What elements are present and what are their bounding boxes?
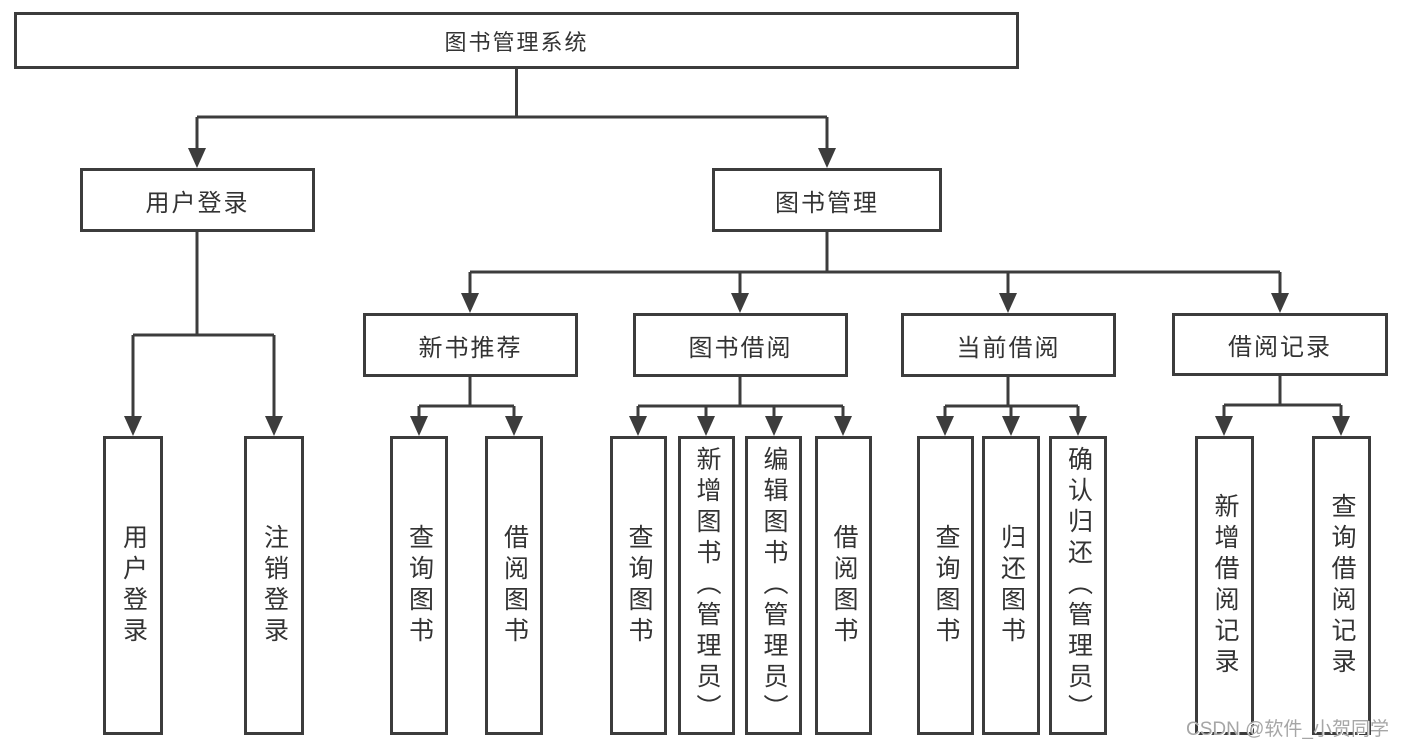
leaf-query-books-current: 查询图书 — [917, 436, 974, 735]
arrowhead-icon — [265, 416, 283, 436]
leaf-query-books-borrow-label: 查询图书 — [625, 523, 653, 648]
node-new-book-recommend-label: 新书推荐 — [418, 334, 523, 362]
arrowhead-icon — [1271, 293, 1289, 313]
connector-line — [1222, 376, 1343, 418]
connector-line — [636, 377, 845, 418]
connector-current-borrow-split — [936, 377, 1087, 436]
arrowhead-icon — [818, 148, 836, 168]
leaf-borrow-books-label: 借阅图书 — [830, 523, 858, 648]
connector-line — [131, 232, 276, 418]
leaf-add-borrow-record: 新增借阅记录 — [1195, 436, 1254, 735]
arrowhead-icon — [629, 416, 647, 436]
leaf-user-login: 用户登录 — [103, 436, 163, 735]
leaf-confirm-return-admin-label: 确认归还（管理员） — [1064, 446, 1093, 725]
leaf-query-borrow-record-label: 查询借阅记录 — [1328, 492, 1356, 679]
node-book-management-label: 图书管理 — [775, 189, 879, 217]
connector-root-split — [188, 69, 836, 168]
node-borrow-records-label: 借阅记录 — [1228, 334, 1332, 361]
arrowhead-icon — [1002, 416, 1020, 436]
node-new-book-recommend: 新书推荐 — [363, 313, 578, 377]
arrowhead-icon — [834, 416, 852, 436]
node-book-borrow: 图书借阅 — [633, 313, 848, 377]
arrowhead-icon — [124, 416, 142, 436]
connector-borrow-records-split — [1215, 376, 1350, 436]
leaf-edit-book-admin: 编辑图书（管理员） — [745, 436, 802, 735]
leaf-user-login-label: 用户登录 — [119, 523, 148, 648]
arrowhead-icon — [936, 416, 954, 436]
node-current-borrow: 当前借阅 — [901, 313, 1116, 377]
connector-line — [195, 69, 829, 150]
arrowhead-icon — [765, 416, 783, 436]
connector-user-login-split — [124, 232, 283, 436]
arrowhead-icon — [188, 148, 206, 168]
arrowhead-icon — [505, 416, 523, 436]
leaf-borrow-books-recommend-label: 借阅图书 — [500, 523, 529, 648]
node-current-borrow-label: 当前借阅 — [956, 334, 1061, 362]
connector-line — [943, 377, 1080, 418]
leaf-return-book-label: 归还图书 — [997, 523, 1026, 648]
watermark: CSDN @软件_小贺同学 — [1186, 719, 1389, 740]
arrowhead-icon — [1215, 416, 1233, 436]
arrowhead-icon — [461, 293, 479, 313]
connector-book-borrow-split — [629, 377, 852, 436]
node-user-login: 用户登录 — [80, 168, 315, 232]
connector-line — [417, 377, 516, 418]
arrowhead-icon — [731, 293, 749, 313]
leaf-confirm-return-admin: 确认归还（管理员） — [1049, 436, 1107, 735]
connector-line — [468, 232, 1282, 295]
arrowhead-icon — [697, 416, 715, 436]
node-borrow-records: 借阅记录 — [1172, 313, 1388, 376]
leaf-borrow-books-recommend: 借阅图书 — [485, 436, 543, 735]
leaf-query-books-recommend: 查询图书 — [390, 436, 448, 735]
node-book-management: 图书管理 — [712, 168, 942, 232]
leaf-add-book-admin: 新增图书（管理员） — [678, 436, 735, 735]
leaf-add-book-admin-label: 新增图书（管理员） — [693, 446, 721, 725]
leaf-add-borrow-record-label: 新增借阅记录 — [1211, 492, 1239, 679]
leaf-borrow-books: 借阅图书 — [815, 436, 872, 735]
leaf-logout: 注销登录 — [244, 436, 304, 735]
node-root: 图书管理系统 — [14, 12, 1019, 69]
arrowhead-icon — [410, 416, 428, 436]
leaf-query-books-borrow: 查询图书 — [610, 436, 667, 735]
leaf-query-books-recommend-label: 查询图书 — [405, 523, 434, 648]
connector-new-book-split — [410, 377, 523, 436]
node-book-borrow-label: 图书借阅 — [688, 334, 793, 362]
leaf-edit-book-admin-label: 编辑图书（管理员） — [760, 446, 788, 725]
leaf-return-book: 归还图书 — [982, 436, 1040, 735]
arrowhead-icon — [1332, 416, 1350, 436]
node-user-login-label: 用户登录 — [145, 189, 250, 217]
leaf-query-books-current-label: 查询图书 — [932, 523, 960, 648]
connector-book-management-split — [461, 232, 1289, 313]
arrowhead-icon — [1069, 416, 1087, 436]
node-root-label: 图书管理系统 — [444, 29, 589, 55]
arrowhead-icon — [999, 293, 1017, 313]
leaf-logout-label: 注销登录 — [260, 523, 289, 648]
leaf-query-borrow-record: 查询借阅记录 — [1312, 436, 1371, 735]
